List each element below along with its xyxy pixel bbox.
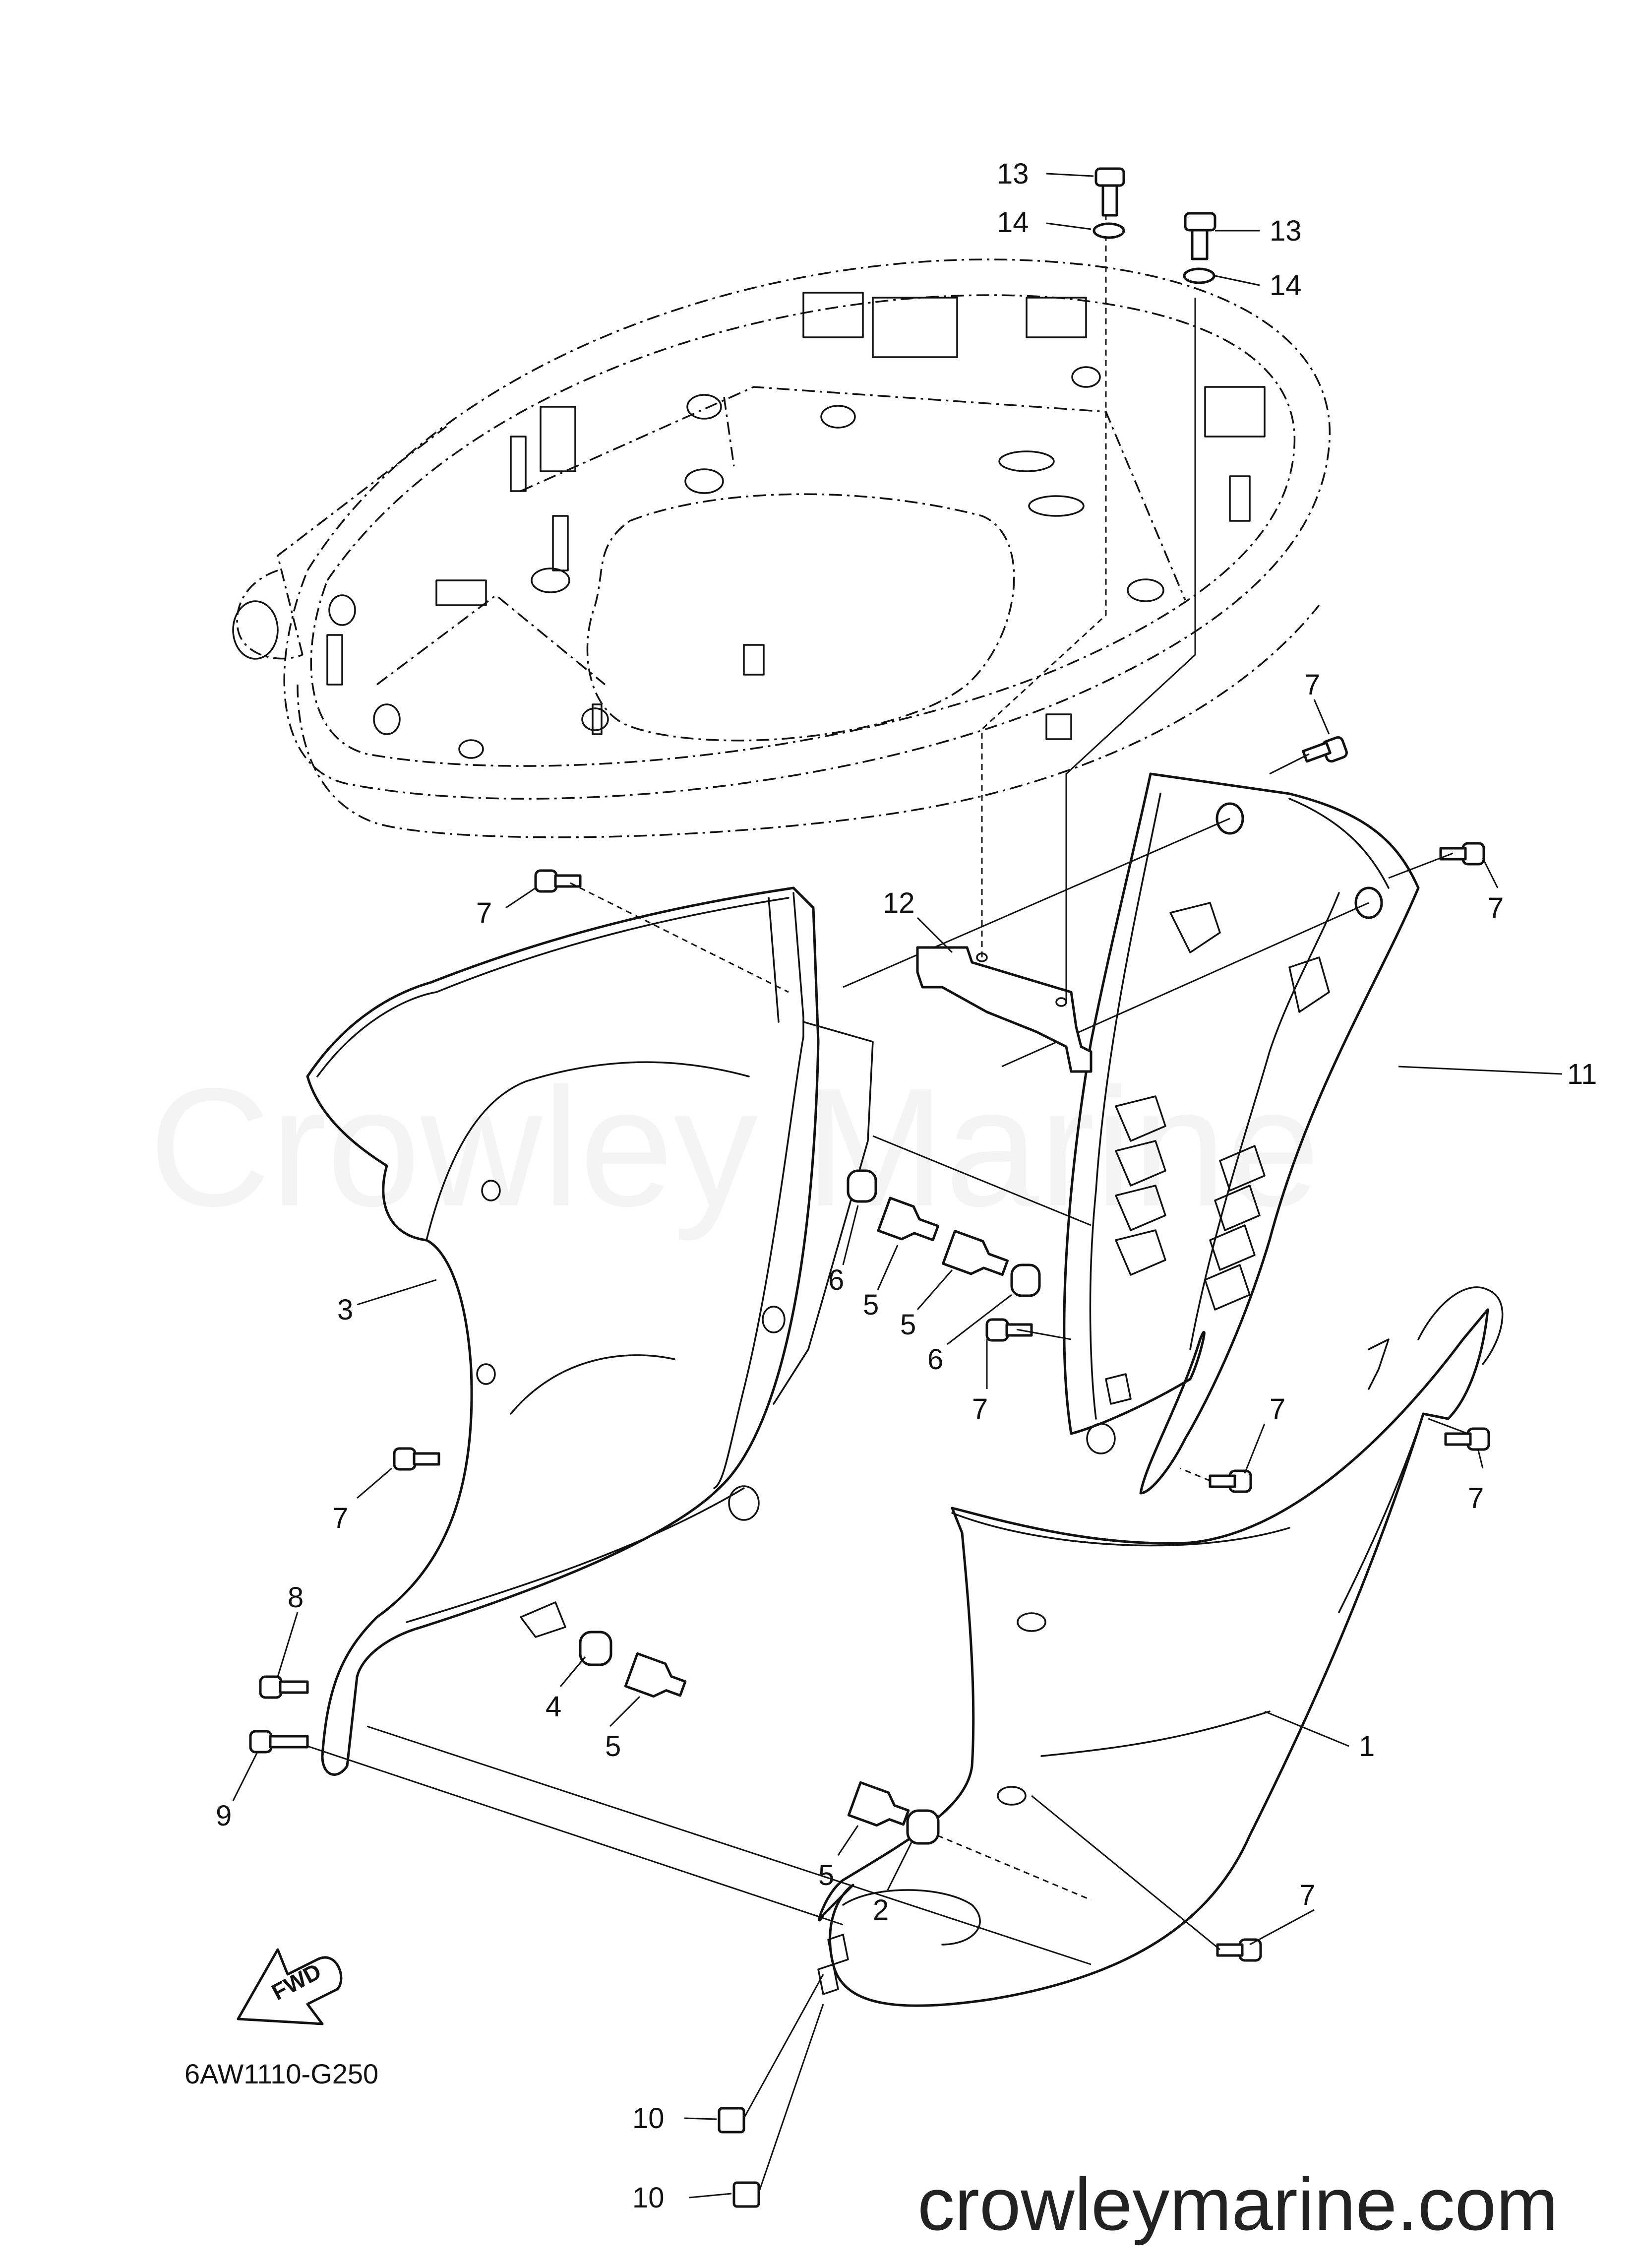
callout-7-mid: 7 [972, 1393, 988, 1425]
callout-8: 8 [288, 1581, 304, 1614]
callout-7-far-right: 7 [1468, 1482, 1484, 1514]
fwd-label: FWD [267, 1958, 325, 2005]
washer-14-right [1183, 267, 1215, 284]
callout-7-left-mid: 7 [332, 1502, 348, 1534]
callout-5-a: 5 [863, 1289, 879, 1321]
bottom-cowling-tray [232, 258, 1331, 838]
washer-14-left [1093, 222, 1125, 239]
callout-2: 2 [873, 1894, 889, 1926]
bolt-7-upper-left [534, 869, 582, 893]
collar-5-c [624, 1652, 687, 1698]
grommet-6-lower [1010, 1263, 1041, 1297]
callout-13-right: 13 [1270, 215, 1302, 247]
watermark-text: Crowley Marine [149, 1053, 1320, 1242]
grommet-6-upper [847, 1169, 877, 1203]
grommet-2 [906, 1809, 940, 1845]
collar-5-a [877, 1197, 940, 1242]
collar-5-b [942, 1230, 1009, 1276]
bolt-13-right [1184, 212, 1216, 260]
callout-14-left: 14 [997, 206, 1029, 239]
fwd-arrow-icon: FWD [237, 1948, 343, 2025]
callout-12: 12 [883, 887, 915, 919]
callout-9: 9 [216, 1800, 232, 1832]
bolt-7-lower-right [1209, 1469, 1252, 1493]
callout-11: 11 [1567, 1058, 1597, 1090]
bolt-7-far-right [1444, 1427, 1490, 1451]
bolt-7-top-right [1302, 736, 1348, 763]
bolt-9 [249, 1730, 309, 1754]
part-3-side-cover [306, 886, 874, 1776]
callout-7-top-right: 7 [1304, 669, 1320, 701]
bolt-7-mid [985, 1318, 1033, 1342]
grommet-4 [579, 1631, 612, 1666]
callout-5-d: 5 [818, 1859, 834, 1891]
callout-7-upper-left: 7 [476, 897, 492, 929]
part-11-side-cover [843, 772, 1420, 1495]
callout-7-right: 7 [1488, 892, 1504, 924]
website-label: crowleymarine.com [917, 2162, 1558, 2246]
callout-7-bottom: 7 [1299, 1879, 1315, 1911]
callout-7-lower-right: 7 [1270, 1393, 1285, 1425]
callout-4: 4 [546, 1691, 561, 1723]
callout-10-upper: 10 [632, 2102, 665, 2135]
part-12-bracket [916, 189, 1196, 1073]
callout-6-upper: 6 [828, 1264, 844, 1296]
bolt-7-left-mid [393, 1447, 440, 1471]
bolt-13-left [1094, 167, 1125, 217]
nut-10-upper [718, 2107, 745, 2134]
callout-5-b: 5 [900, 1309, 916, 1341]
callout-10-lower: 10 [632, 2182, 665, 2214]
callout-6-lower: 6 [927, 1343, 943, 1376]
assembly-lines [307, 753, 1468, 2193]
callout-labels: 13 14 13 14 7 7 7 12 11 6 5 5 6 3 7 7 7 … [216, 158, 1597, 2214]
nut-10-lower [732, 2181, 760, 2208]
callout-1: 1 [1359, 1730, 1375, 1763]
callout-13-left: 13 [997, 158, 1029, 190]
collar-5-d [847, 1781, 910, 1827]
bolt-7-right [1439, 842, 1485, 866]
bolt-8 [259, 1675, 309, 1699]
drawing-code: 6AW1110-G250 [184, 2058, 378, 2089]
callout-5-c: 5 [605, 1730, 621, 1763]
callout-3: 3 [337, 1294, 353, 1326]
callout-14-right: 14 [1270, 269, 1302, 302]
callout-leaders [232, 173, 1563, 2199]
bolt-7-bottom [1216, 1938, 1262, 1962]
